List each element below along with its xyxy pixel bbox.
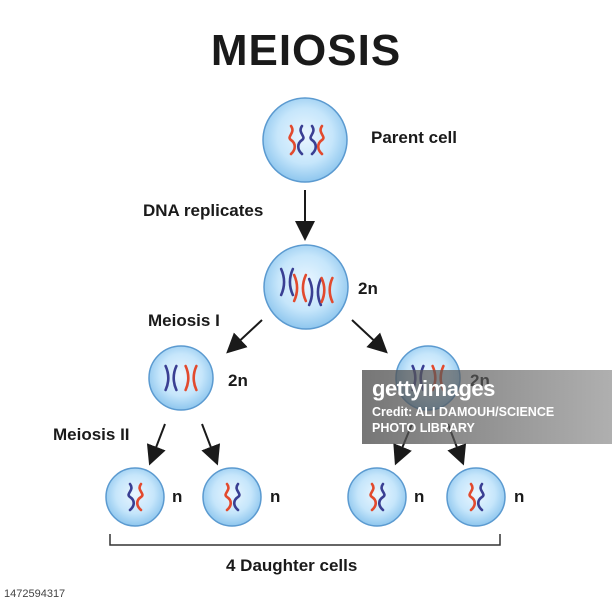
parent-cell-label: Parent cell [371,128,457,147]
process-arrow [201,423,221,466]
cell-membrane [263,244,349,330]
chromatid [292,273,299,303]
ploidy-2n-label-top: 2n [358,279,378,298]
daughter-cells-bracket [109,534,501,546]
haploid-n-label-1: n [172,487,183,506]
chromosome [369,482,378,512]
chromatid [192,364,198,392]
meiosis1-cell-left [148,345,214,411]
cell-membrane [202,467,262,527]
watermark-credit-line-2: PHOTO LIBRARY [372,421,475,435]
chromatid [301,273,308,303]
chromatid [279,267,286,297]
chromosome [309,124,318,156]
chromatid [307,277,314,307]
cell-membrane [446,467,506,527]
chromosome [468,482,477,512]
replicated-cell [263,244,349,330]
daughter-cell-4 [446,467,506,527]
page-title: MEIOSIS [210,26,402,75]
daughter-cell-3 [347,467,407,527]
daughter-cell-2 [202,467,262,527]
haploid-n-label-2: n [270,487,281,506]
haploid-n-label-4: n [514,487,525,506]
image-id: 1472594317 [4,588,66,600]
process-arrow [351,319,388,354]
watermark-overlay: gettyimages Credit: ALI DAMOUH/SCIENCE P… [362,370,612,444]
watermark-credit-line-1: Credit: ALI DAMOUH/SCIENCE [372,405,555,419]
chromosome [224,482,233,512]
chromosome [476,482,485,512]
chromosome [135,482,144,512]
daughter-cells-label: 4 Daughter cells [226,556,358,575]
chromosome [232,482,241,512]
chromatid [172,364,178,392]
chromatid [316,277,323,307]
chromosome [296,124,305,156]
chromosome [288,124,297,156]
watermark-credit: Credit: ALI DAMOUH/SCIENCE PHOTO LIBRARY [372,404,554,436]
cell-membrane [262,97,348,183]
cell-membrane [347,467,407,527]
cell-membrane [148,345,214,411]
watermark-logo: gettyimages [372,376,495,401]
chromatid [184,364,190,392]
daughter-cell-1 [105,467,165,527]
chromatid [328,276,334,304]
chromosome [377,482,386,512]
chromatid [164,364,170,392]
chromatid [320,276,326,304]
cell-membrane [105,467,165,527]
dna-replicates-label: DNA replicates [143,201,264,220]
parent-cell [262,97,348,183]
meiosis-2-label: Meiosis II [53,425,130,444]
chromosome [316,124,325,156]
meiosis-1-label: Meiosis I [148,311,220,330]
haploid-n-label-3: n [414,487,425,506]
process-arrow [226,319,263,354]
process-arrow [146,423,166,466]
ploidy-2n-label-left: 2n [228,371,248,390]
chromatid [288,267,295,297]
chromosome [127,482,136,512]
